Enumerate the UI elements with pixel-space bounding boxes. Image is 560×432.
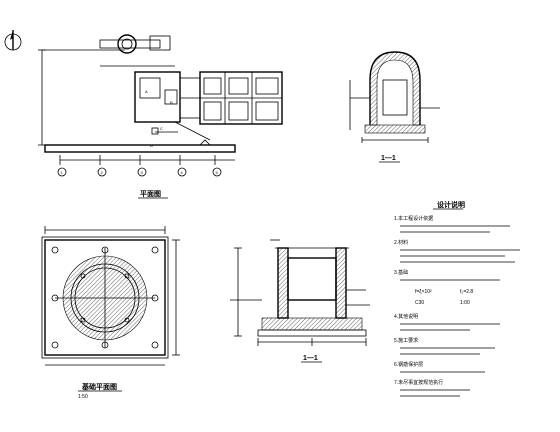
notes-formula: f=ξ×10² <box>415 289 432 295</box>
plan-title: 平面图 <box>140 189 161 198</box>
notes-title: 设计说明 <box>437 200 465 209</box>
notes-formula: f₂=2.8 <box>460 289 473 295</box>
foundation-title: 基础平面图 <box>81 382 117 391</box>
design-notes: 设计说明 1.本工程设计依据 2.材料 3.基础 f=ξ×10² f₂=2.8 … <box>394 200 520 397</box>
section-small-title: 1—1 <box>381 155 396 162</box>
axis-mark: 1 <box>61 170 64 175</box>
plan-label-a: A <box>145 89 148 94</box>
axis-mark: 3 <box>141 170 144 175</box>
axis-mark: 4 <box>181 170 184 175</box>
plan-label-b: B <box>170 100 173 105</box>
foundation-scale: 1:50 <box>78 394 88 400</box>
notes-item: 5.施工要求 <box>394 337 418 344</box>
notes-item: 7.未尽事宜按规范执行 <box>394 379 443 386</box>
notes-item: 2.材料 <box>394 239 408 246</box>
plan-label-d: D <box>150 143 153 148</box>
section-small: 1—1 <box>349 51 440 163</box>
section-large: 1—1 <box>230 239 370 363</box>
section-large-title: 1—1 <box>303 355 318 362</box>
axis-mark: 5 <box>216 170 219 175</box>
notes-item: 3.基础 <box>394 269 408 276</box>
notes-formula: 1:00 <box>460 300 470 306</box>
axis-mark: 2 <box>101 170 104 175</box>
foundation-plan: 基础平面图 1:50 <box>41 226 180 400</box>
notes-item: 6.钢筋保护层 <box>394 361 423 368</box>
notes-formula: C30 <box>415 300 424 306</box>
notes-item: 4.其他说明 <box>394 313 418 320</box>
plan-label-c: C <box>160 126 163 131</box>
plan-view: 1 2 3 4 5 A B C D 平面图 <box>38 34 283 199</box>
notes-item: 1.本工程设计依据 <box>394 215 433 222</box>
north-arrow-icon <box>4 30 22 51</box>
